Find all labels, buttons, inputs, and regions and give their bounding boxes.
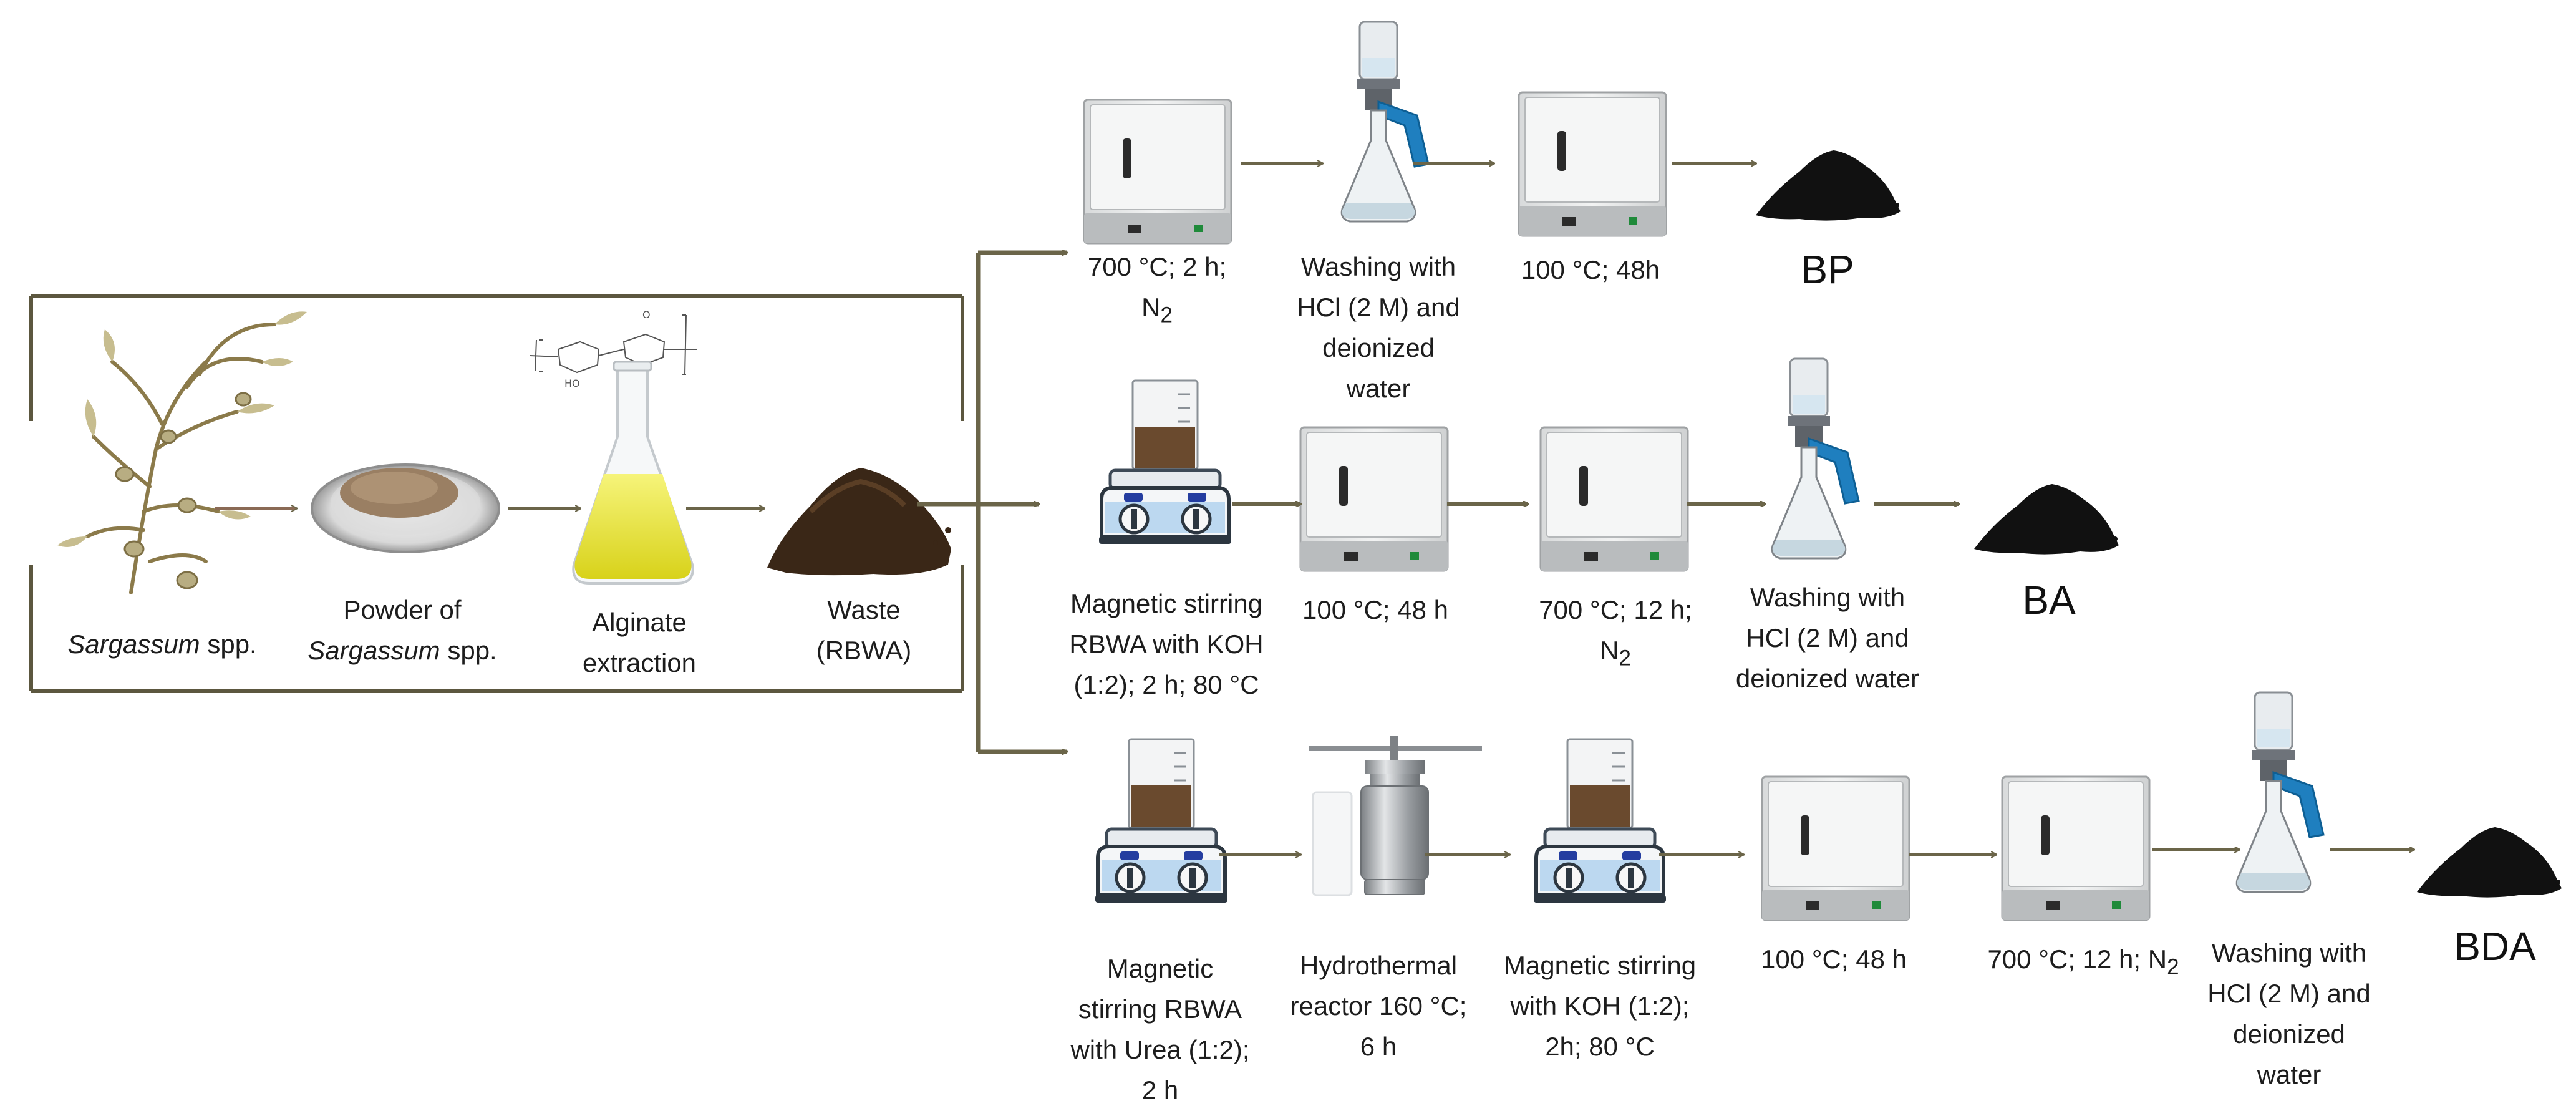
waste-label: Waste (RBWA) <box>786 589 942 671</box>
bda-filter-icon <box>2235 691 2325 893</box>
ba-step1-line2: RBWA with KOH <box>1069 629 1264 659</box>
bda-step6-line4: water <box>2257 1060 2322 1090</box>
bda-step1-label: Magnetic stirring RBWA with Urea (1:2); … <box>1060 948 1260 1110</box>
bda-step4-label: 100 °C; 48 h <box>1737 939 1930 979</box>
ba-step2-label: 100 °C; 48 h <box>1279 589 1472 630</box>
waste-pile-icon <box>767 468 951 576</box>
ba-oven-1-icon <box>1299 426 1449 572</box>
waste-line1: Waste <box>827 595 901 624</box>
bp-step1-sub: 2 <box>1160 303 1173 327</box>
alginate-line1: Alginate <box>592 608 687 637</box>
feedstock-box <box>29 294 964 693</box>
ba-step4-line3: deionized water <box>1735 664 1920 694</box>
bp-step2-line1: Washing with <box>1300 252 1456 281</box>
bp-oven-1-icon <box>1083 99 1232 245</box>
bda-step1-line2: stirring RBWA <box>1078 994 1242 1024</box>
bda-step3-line2: with KOH (1:2); <box>1510 991 1690 1021</box>
bda-step6-line2: HCl (2 M) and <box>2207 979 2371 1009</box>
bda-step6-label: Washing with HCl (2 M) and deionized wat… <box>2183 933 2395 1095</box>
bda-step3-line3: 2h; 80 °C <box>1545 1032 1655 1062</box>
ba-step1-label: Magnetic stirring RBWA with KOH (1:2); 2… <box>1054 583 1279 705</box>
bp-oven-2-icon <box>1518 91 1667 237</box>
ba-oven-2-icon <box>1539 426 1689 572</box>
bda-step5-sub: 2 <box>2167 954 2179 979</box>
bda-step1-line3: with Urea (1:2); <box>1070 1035 1250 1065</box>
bda-step5-line1: 700 °C; 12 h; N <box>1987 944 2167 974</box>
bp-step3-line1: 100 °C; 48h <box>1521 255 1660 284</box>
bda-step4-line1: 100 °C; 48 h <box>1761 944 1907 974</box>
ba-step4-label: Washing with HCl (2 M) and deionized wat… <box>1715 577 1940 699</box>
svg-text:HO: HO <box>564 377 580 389</box>
bda-step1-line1: Magnetic <box>1106 954 1214 983</box>
sargassum-label: Sargassum spp. <box>59 624 265 664</box>
bp-step1-label: 700 °C; 2 h; N2 <box>1060 246 1254 332</box>
ba-step3-sub: 2 <box>1619 646 1631 671</box>
sargassum-seaweed-icon <box>57 311 307 594</box>
bda-oven-2-icon <box>2001 775 2151 921</box>
bda-arrows <box>1219 850 2414 855</box>
bp-filter-icon <box>1340 21 1430 223</box>
ba-step2-line1: 100 °C; 48 h <box>1302 595 1448 624</box>
bp-step2-line2: HCl (2 M) and <box>1297 293 1460 323</box>
bp-product-pile-icon <box>1756 150 1901 221</box>
powder-name: Sargassum <box>307 636 440 666</box>
bda-step2-line1: Hydrothermal <box>1299 951 1458 980</box>
bp-product-label: BP <box>1801 247 1854 292</box>
alginate-label: Alginate extraction <box>561 602 717 683</box>
svg-text:O: O <box>642 309 651 321</box>
bp-step2-line3: deionized <box>1322 333 1435 363</box>
sargassum-suffix: spp. <box>200 629 257 659</box>
bda-stirrer-1-icon <box>1095 739 1227 903</box>
ba-step3-line2: N <box>1600 636 1619 666</box>
ba-step4-line2: HCl (2 M) and <box>1746 623 1909 653</box>
ba-product-pile-icon <box>1974 484 2119 555</box>
bda-step2-label: Hydrothermal reactor 160 °C; 6 h <box>1285 945 1472 1067</box>
powder-dish-icon <box>311 463 500 553</box>
bp-step3-label: 100 °C; 48h <box>1497 250 1684 290</box>
bp-step2-line4: water <box>1346 374 1411 404</box>
branch-connector <box>917 253 1067 752</box>
bda-step2-line3: 6 h <box>1360 1032 1397 1062</box>
waste-line2: (RBWA) <box>816 636 912 666</box>
bda-hydrothermal-reactor-icon <box>1309 736 1482 896</box>
powder-suffix: spp. <box>440 636 497 666</box>
bda-step6-line3: deionized <box>2233 1019 2345 1049</box>
bda-product-label: BDA <box>2454 924 2536 969</box>
ba-step3-label: 700 °C; 12 h; N2 <box>1519 589 1712 676</box>
bp-step1-line1: 700 °C; 2 h; <box>1087 252 1227 281</box>
bda-step1-line4: 2 h <box>1141 1075 1179 1105</box>
erlenmeyer-flask-icon <box>572 361 694 585</box>
bda-product-pile-icon <box>2417 827 2562 898</box>
ba-step4-line1: Washing with <box>1750 583 1905 612</box>
alginate-line2: extraction <box>582 648 697 678</box>
ba-step3-line1: 700 °C; 12 h; <box>1539 595 1692 624</box>
bp-step2-label: Washing with HCl (2 M) and deionized wat… <box>1272 246 1484 409</box>
bda-step3-line1: Magnetic stirring <box>1503 951 1697 980</box>
powder-line1: Powder of <box>343 595 462 624</box>
sargassum-name: Sargassum <box>67 629 200 659</box>
bda-step6-line1: Washing with <box>2211 938 2367 968</box>
bp-step1-line2: N <box>1141 293 1161 323</box>
alginate-structure-icon: HO O <box>530 309 697 389</box>
ba-product-label: BA <box>2022 578 2076 623</box>
ba-stirrer-icon <box>1099 381 1231 544</box>
bda-step5-label: 700 °C; 12 h; N2 <box>1965 939 2202 984</box>
ba-step1-line1: Magnetic stirring <box>1070 589 1263 618</box>
ba-filter-icon <box>1771 357 1860 560</box>
bda-stirrer-2-icon <box>1534 739 1666 903</box>
bda-step2-line2: reactor 160 °C; <box>1290 991 1467 1021</box>
ba-step1-line3: (1:2); 2 h; 80 °C <box>1073 670 1259 700</box>
bda-oven-1-icon <box>1761 775 1910 921</box>
bda-step3-label: Magnetic stirring with KOH (1:2); 2h; 80… <box>1484 945 1715 1067</box>
powder-label: Powder of Sargassum spp. <box>293 589 511 671</box>
